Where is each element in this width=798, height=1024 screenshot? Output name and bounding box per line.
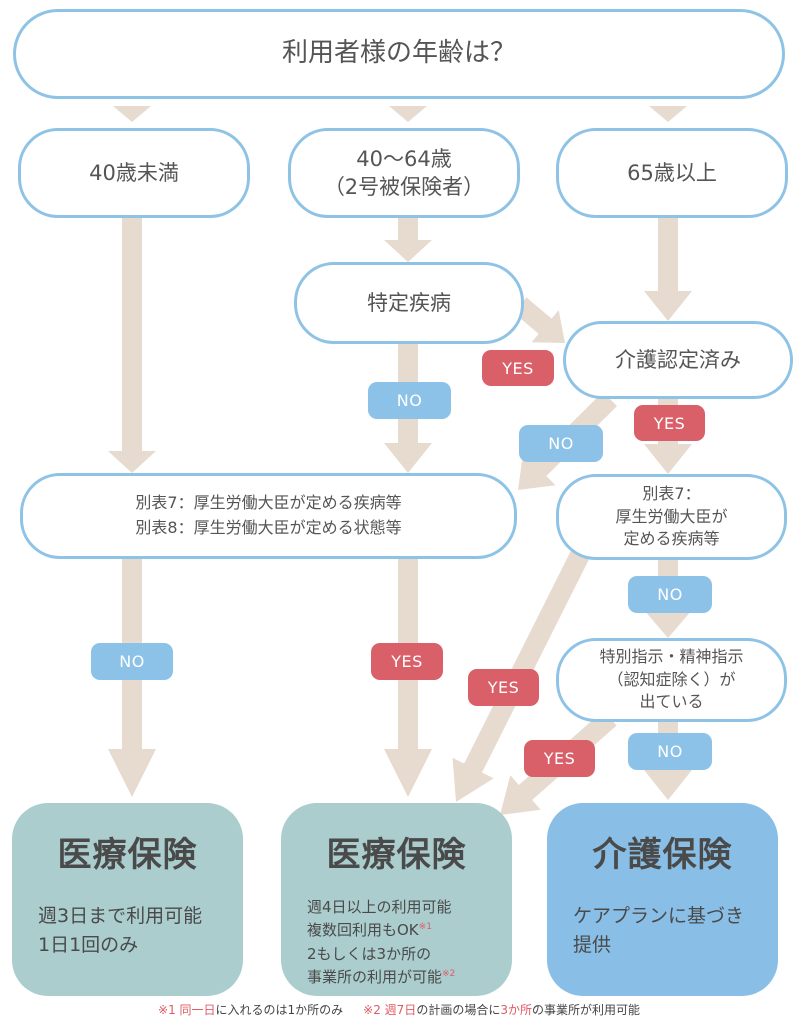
question-text: 利用者様の年齢は？ — [281, 38, 516, 69]
no-badge-special-instruction: NO — [628, 733, 712, 770]
yes-badge-specific-disease: YES — [482, 350, 554, 386]
medical-insurance-a-title: 医療保険 — [57, 835, 198, 875]
specific-disease-node: 特定疾病 — [294, 262, 524, 344]
medical-insurance-b-title: 医療保険 — [326, 835, 467, 875]
footnote-2-end: の事業所が利用可能 — [531, 1003, 640, 1017]
arrow-question-to-40-64 — [389, 106, 427, 122]
arrow-question-to-over65 — [649, 106, 687, 122]
age-40-64-node: 40〜64歳 （2号被保険者） — [288, 128, 520, 218]
medical-b-line: 週4日以上の利用可能 — [307, 898, 452, 916]
no-badge-under40: NO — [91, 643, 173, 680]
table7-right-node: 別表7： 厚生労働大臣が 定める疾病等 — [556, 474, 787, 560]
table7-right-line1: 別表7： — [642, 484, 701, 504]
yes-badge-table7-8: YES — [371, 643, 443, 680]
medical-b-line: 2もしくは3か所の — [307, 944, 432, 963]
arrow-question-to-under40 — [113, 106, 151, 122]
footnote-2-mid: の計画の場合に — [416, 1003, 501, 1017]
care-insurance-title: 介護保険 — [592, 835, 733, 875]
table8-text: 別表8：厚生労働大臣が定める状態等 — [135, 518, 402, 537]
medical-insurance-box-b: 医療保険 週4日以上の利用可能 複数回利用もOK※1 2もしくは3か所の 事業所… — [281, 803, 512, 996]
care-line: 提供 — [573, 934, 612, 957]
table7-right-line2: 厚生労働大臣が — [615, 506, 728, 526]
table7-right-line3: 定める疾病等 — [623, 529, 720, 549]
no-badge-table7-right: NO — [628, 576, 712, 613]
medical-b-line-text: 複数回利用もOK — [307, 921, 419, 940]
care-certified-node: 介護認定済み — [563, 321, 793, 399]
age-over65-node: 65歳以上 — [556, 128, 788, 218]
age-40-64-text: 40〜64歳 — [356, 146, 452, 171]
arrow-40-64-to-specific-disease — [384, 218, 432, 262]
special-instruction-node: 特別指示・精神指示 （認知症除く）が 出ている — [556, 638, 787, 722]
medical-a-line: 週3日まで利用可能 — [38, 905, 203, 927]
yes-badge-special-instruction: YES — [524, 740, 595, 777]
table7-8-node: 別表7：厚生労働大臣が定める疾病等 別表8：厚生労働大臣が定める状態等 — [20, 473, 517, 559]
medical-b-line: 複数回利用もOK※1 — [307, 919, 486, 942]
age-over65-text: 65歳以上 — [627, 160, 717, 185]
medical-insurance-a-desc: 週3日まで利用可能 1日1回のみ — [38, 902, 217, 961]
medical-b-line: 事業所の利用が可能※2 — [307, 966, 486, 989]
care-insurance-box: 介護保険 ケアプランに基づき 提供 — [547, 803, 778, 996]
special-instruction-line2: （認知症除く）が — [607, 669, 736, 689]
no-badge-care-certified: NO — [519, 425, 603, 462]
footnote-ref-2: ※2 — [442, 968, 456, 979]
footnote-2-mark: ※2 週7日 — [363, 1003, 417, 1017]
care-insurance-desc: ケアプランに基づき 提供 — [573, 902, 752, 961]
footnote-1-mark: ※1 同一日 — [158, 1003, 216, 1017]
footnote-ref-1: ※1 — [418, 922, 432, 933]
medical-b-line-text: 事業所の利用が可能 — [307, 967, 443, 986]
footnote-2-accent: 3か所 — [500, 1003, 532, 1017]
no-badge-specific-disease: NO — [368, 382, 451, 419]
medical-insurance-box-a: 医療保険 週3日まで利用可能 1日1回のみ — [12, 803, 243, 996]
table7-text: 別表7：厚生労働大臣が定める疾病等 — [135, 493, 402, 513]
arrow-over65-to-care-certified — [644, 218, 692, 321]
arrow-specific-disease-yes — [513, 297, 565, 343]
arrow-under40-down — [108, 218, 156, 473]
age-under40-text: 40歳未満 — [89, 160, 179, 185]
yes-badge-care-certified: YES — [634, 405, 705, 441]
care-line: ケアプランに基づき — [573, 905, 745, 927]
footnotes: ※1 同一日に入れるのは1か所のみ ※2 週7日の計画の場合に3か所の事業所が利用… — [0, 1001, 798, 1018]
footnote-1-text: に入れるのは1か所のみ — [215, 1003, 344, 1017]
medical-insurance-b-desc: 週4日以上の利用可能 複数回利用もOK※1 2もしくは3か所の 事業所の利用が可… — [307, 896, 486, 989]
special-instruction-line1: 特別指示・精神指示 — [599, 647, 744, 667]
yes-badge-table7-right: YES — [468, 669, 539, 706]
age-under40-node: 40歳未満 — [18, 128, 250, 218]
medical-a-line: 1日1回のみ — [38, 934, 139, 957]
specific-disease-text: 特定疾病 — [367, 290, 451, 315]
special-instruction-line3: 出ている — [639, 692, 704, 712]
care-certified-text: 介護認定済み — [615, 347, 741, 372]
age-40-64-subtext: （2号被保険者） — [323, 175, 485, 199]
question-node: 利用者様の年齢は？ — [13, 9, 785, 99]
